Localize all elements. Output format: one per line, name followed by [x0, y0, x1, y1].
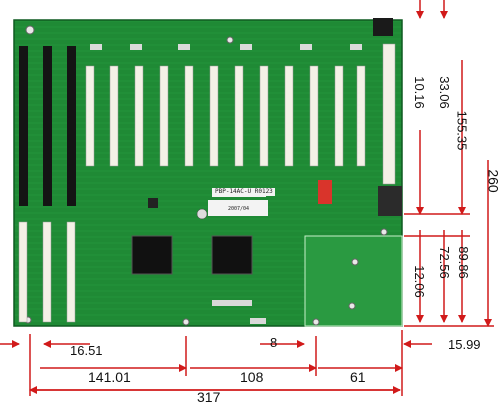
bridge-chip-right: [211, 235, 253, 275]
dimension-lines: [0, 0, 494, 396]
bottom-header: [212, 300, 252, 306]
terminal-block: [378, 186, 402, 216]
pci-slot: [109, 65, 119, 167]
dim-label-total-height: 260: [485, 169, 500, 193]
dim-label-upper-height: 33.06: [436, 76, 452, 109]
cutout-region: [304, 235, 403, 327]
pci-slot: [209, 65, 219, 167]
isa-slot: [43, 46, 52, 206]
top-component: [350, 44, 362, 50]
dim-label-cutout-full: 89.86: [455, 246, 471, 279]
pci-slot: [134, 65, 144, 167]
power-connector: [373, 18, 393, 36]
top-component: [240, 44, 252, 50]
dim-label-right-offset: 15.99: [448, 337, 481, 352]
mounting-hole: [25, 25, 35, 35]
isa-slot: [67, 46, 76, 206]
dim-label-main-height: 155.35: [454, 110, 470, 151]
mounting-hole: [351, 258, 359, 266]
dim-label-top-offset: 10.16: [411, 76, 427, 109]
mounting-hole: [380, 228, 388, 236]
dim-label-chip-to-edge: 108: [240, 369, 264, 385]
pci-slot: [85, 65, 95, 167]
dim-label-slot-start: 16.51: [70, 343, 103, 358]
dim-label-to-chip: 141.01: [88, 369, 131, 385]
pci-slot: [284, 65, 294, 167]
side-connector: [382, 43, 396, 185]
small-chip: [148, 198, 158, 208]
top-component: [130, 44, 142, 50]
pci-slot: [159, 65, 169, 167]
pci-slot-lower: [18, 221, 28, 323]
isa-slot: [19, 46, 28, 206]
board-label-text: PBP-14AC-U R0123: [213, 188, 275, 196]
mounting-hole: [348, 302, 356, 310]
top-component: [90, 44, 102, 50]
bridge-chip-left: [131, 235, 173, 275]
pci-slot: [184, 65, 194, 167]
pci-slot: [309, 65, 319, 167]
pcb-board: [13, 18, 403, 327]
top-component: [300, 44, 312, 50]
bottom-header: [250, 318, 266, 324]
pci-slot: [259, 65, 269, 167]
dim-label-cutout-mid: 72.56: [436, 246, 452, 279]
logo-seal: [196, 208, 208, 220]
dim-label-small-gap: 8: [270, 335, 278, 350]
top-component: [178, 44, 190, 50]
mounting-hole: [226, 36, 234, 44]
board-small-label-text: 2007/04: [226, 206, 252, 213]
pci-slot-lower: [66, 221, 76, 323]
pci-slot: [234, 65, 244, 167]
pci-slot: [356, 65, 366, 167]
mounting-hole: [182, 318, 190, 326]
mounting-hole: [312, 318, 320, 326]
pci-slot: [334, 65, 344, 167]
dim-label-total-width: 317: [197, 389, 221, 405]
pci-slot-lower: [42, 221, 52, 323]
dim-label-cutout-top: 12.06: [411, 265, 427, 298]
led-array: [318, 180, 332, 204]
dim-label-cutout-width: 61: [350, 369, 366, 385]
